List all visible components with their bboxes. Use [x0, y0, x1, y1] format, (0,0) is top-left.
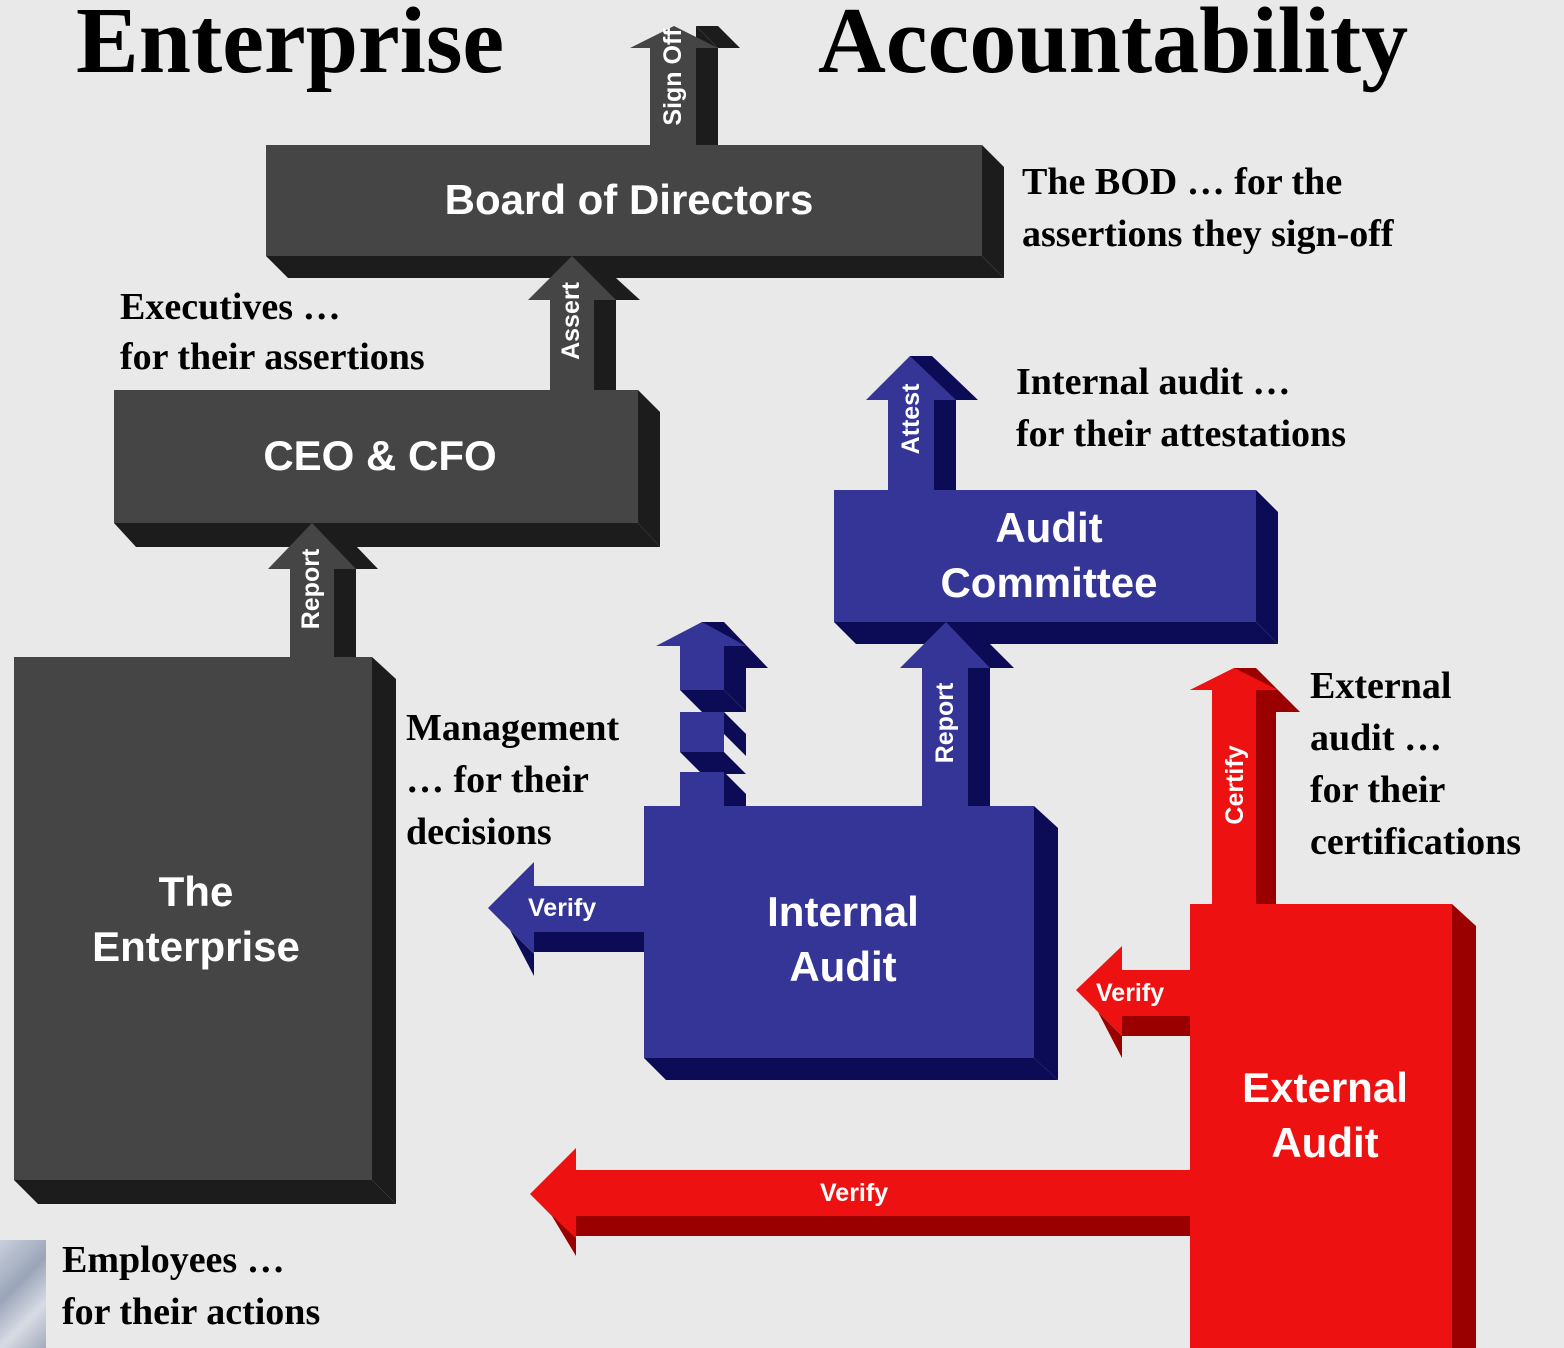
note-bod-line1: The BOD … for the [1022, 161, 1343, 203]
verify-arrow-internal [488, 862, 644, 976]
note-bod-line2: assertions they sign-off [1022, 213, 1394, 255]
note-internal-audit-line2: for their attestations [1016, 413, 1346, 455]
note-external-audit-line2: audit … [1310, 717, 1442, 759]
internal-audit-box [644, 806, 1058, 1080]
audit-committee-label-line2: Committee [940, 559, 1158, 606]
ceo-box [114, 390, 660, 547]
verify-label-external-small: Verify [1096, 979, 1165, 1007]
note-external-audit: External audit … for their certification… [1310, 660, 1521, 868]
bod-label: Board of Directors [266, 145, 992, 256]
audit-committee-label-line1: Audit [995, 504, 1103, 552]
verify-arrow-external-small [1076, 946, 1190, 1058]
assert-label: Assert [557, 282, 585, 360]
title-enterprise: Enterprise [76, 0, 505, 93]
title-accountability: Accountability [818, 0, 1409, 93]
note-executives-line1: Executives … [120, 286, 341, 328]
note-executives: Executives … for their assertions [120, 282, 425, 382]
employees-photo [0, 1240, 46, 1348]
note-external-audit-line1: External [1310, 665, 1452, 707]
broken-arrow [656, 622, 768, 806]
assert-arrow [528, 256, 640, 390]
note-management: Management … for their decisions [406, 702, 619, 858]
sign-off-label: Sign Off [659, 28, 687, 126]
enterprise-box [14, 657, 396, 1204]
external-audit-label-line2: Audit [1271, 1119, 1379, 1166]
internal-audit-label: Internal Audit [644, 870, 1042, 1010]
note-external-audit-line3: for their [1310, 769, 1446, 811]
ceo-label-text: CEO & CFO [263, 432, 497, 480]
note-internal-audit-line1: Internal audit … [1016, 361, 1291, 403]
report-label-enterprise: Report [297, 548, 325, 630]
verify-label-external-long: Verify [820, 1179, 889, 1207]
bod-label-text: Board of Directors [444, 176, 814, 224]
note-internal-audit: Internal audit … for their attestations [1016, 356, 1346, 460]
note-management-line2: … for their [406, 759, 589, 801]
internal-audit-label-line2: Audit [789, 943, 897, 990]
report-arrow-enterprise [268, 523, 378, 657]
external-audit-label-line1: External [1242, 1064, 1408, 1112]
note-bod: The BOD … for the assertions they sign-o… [1022, 156, 1394, 260]
sign-off-arrow [630, 26, 740, 145]
external-audit-box [1190, 904, 1476, 1348]
external-audit-label: External Audit [1190, 1046, 1460, 1186]
report-arrow-internal [900, 622, 1014, 806]
note-external-audit-line4: certifications [1310, 821, 1522, 863]
report-label-internal: Report [931, 682, 959, 764]
attest-arrow [866, 356, 978, 490]
note-employees-line1: Employees … [62, 1239, 285, 1281]
certify-label: Certify [1221, 745, 1249, 825]
note-management-line3: decisions [406, 811, 552, 853]
enterprise-label: The Enterprise [14, 850, 378, 990]
enterprise-label-line1: The [158, 868, 234, 916]
note-management-line1: Management [406, 707, 620, 749]
audit-committee-label: Audit Committee [834, 490, 1264, 622]
verify-arrow-external-long [530, 1148, 1190, 1256]
certify-arrow [1190, 668, 1300, 904]
note-executives-line2: for their assertions [120, 336, 425, 378]
ceo-label: CEO & CFO [114, 390, 646, 523]
bod-box [266, 145, 1004, 278]
note-employees: Employees … for their actions [62, 1234, 320, 1338]
verify-label-internal: Verify [528, 894, 597, 922]
note-employees-line2: for their actions [62, 1291, 321, 1333]
internal-audit-label-line1: Internal [767, 888, 919, 936]
attest-label: Attest [897, 383, 925, 455]
enterprise-label-line2: Enterprise [92, 923, 300, 970]
